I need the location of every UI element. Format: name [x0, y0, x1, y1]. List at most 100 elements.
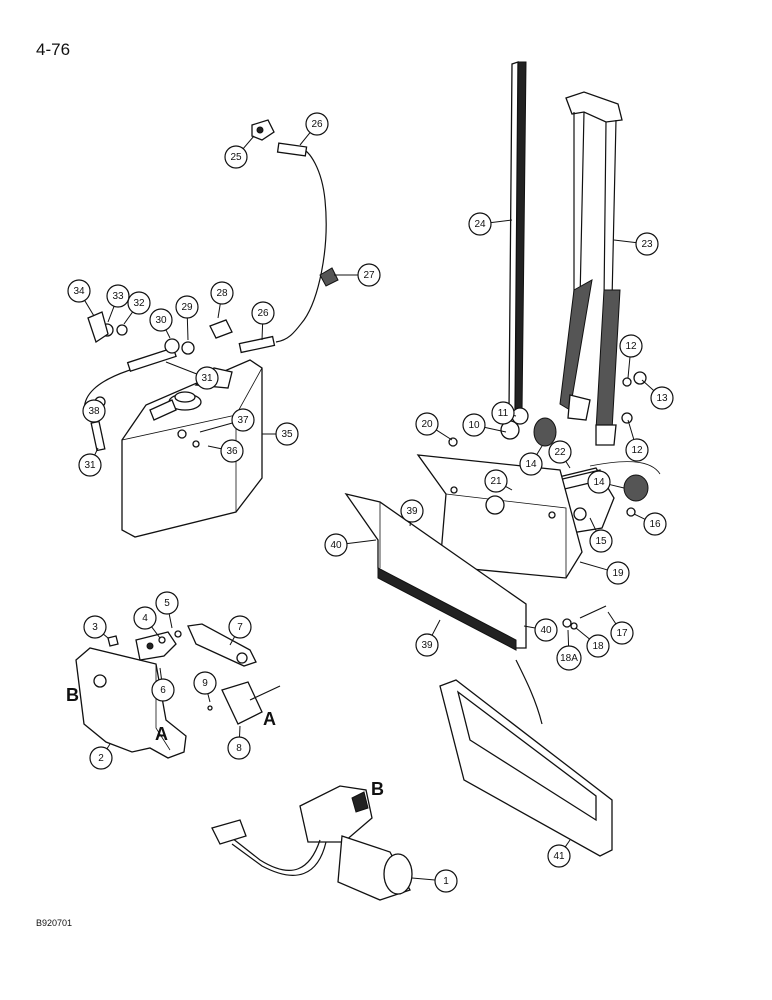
callout-c38: 38	[82, 399, 106, 423]
callout-number: 29	[181, 302, 193, 313]
connection-letter-b-motor: B	[371, 779, 384, 799]
callout-c12a: 12	[619, 334, 643, 379]
callout-c20: 20	[415, 412, 453, 441]
callout-circle	[434, 869, 458, 893]
callout-number: 30	[155, 315, 167, 326]
callout-leader	[238, 725, 241, 738]
callout-c40a: 40	[324, 533, 377, 557]
callout-leader	[484, 426, 507, 433]
callout-c22: 22	[548, 440, 572, 469]
callout-circle	[251, 301, 275, 325]
callout-c5: 5	[155, 591, 179, 629]
bracket-seal	[344, 492, 607, 651]
callout-c37: 37	[199, 408, 255, 433]
callout-number: 41	[553, 851, 565, 862]
connection-letter-a: A	[155, 724, 168, 744]
illustration-reference-code: B920701	[36, 918, 73, 928]
callout-circle	[619, 334, 643, 358]
callout-c31a: 31	[165, 361, 219, 390]
callout-leader	[435, 429, 453, 441]
callout-leader	[627, 419, 635, 440]
callout-circle	[89, 746, 113, 770]
callout-number: 14	[525, 459, 537, 470]
callout-leader	[589, 517, 597, 532]
callout-circle	[83, 615, 107, 639]
crank-linkage	[135, 623, 281, 725]
callout-circle	[67, 279, 91, 303]
callout-circle	[357, 263, 381, 287]
callout-number: 18A	[560, 653, 578, 664]
callout-leader	[409, 521, 412, 527]
callout-leader	[579, 561, 608, 571]
arm-hardware	[448, 371, 649, 502]
callout-number: 3	[92, 622, 98, 633]
callout-c23: 23	[613, 232, 659, 256]
callout-number: 35	[281, 429, 293, 440]
callout-leader	[564, 839, 571, 848]
callout-number: 8	[236, 743, 242, 754]
callout-circle	[643, 512, 667, 536]
callout-leader	[613, 239, 637, 244]
callout-leader	[567, 629, 570, 647]
connection-letter-b: B	[66, 685, 79, 705]
callout-circle	[175, 295, 199, 319]
callout-leader	[103, 633, 109, 639]
callout-number: 17	[616, 628, 628, 639]
callout-leader	[207, 445, 222, 450]
callout-c32: 32	[123, 291, 151, 325]
callout-c29: 29	[175, 295, 199, 341]
callout-c31b: 31	[78, 447, 102, 477]
callout-leader	[575, 627, 590, 640]
mounting-bracket	[416, 454, 583, 579]
callout-number: 7	[237, 622, 243, 633]
callout-leader	[165, 361, 197, 375]
callout-leader	[627, 356, 631, 379]
callout-number: 24	[474, 219, 486, 230]
washer-hoses	[83, 142, 339, 452]
callout-number: 27	[363, 270, 375, 281]
callout-circle	[106, 284, 130, 308]
callout-c41: 41	[547, 839, 571, 868]
callout-circle	[82, 399, 106, 423]
callout-leader	[217, 303, 221, 319]
callout-c40b: 40	[523, 618, 558, 642]
callout-leader	[123, 311, 134, 325]
callout-circle	[193, 671, 217, 695]
callout-number: 20	[421, 419, 433, 430]
callout-number: 10	[468, 420, 480, 431]
callout-c7: 7	[228, 615, 252, 646]
page-number: 4-76	[36, 40, 71, 59]
callout-circle	[519, 452, 543, 476]
callout-number: 31	[84, 460, 96, 471]
callout-number: 39	[406, 506, 418, 517]
callout-number: 16	[649, 519, 661, 530]
callout-number: 31	[201, 373, 213, 384]
callout-leader	[165, 329, 171, 339]
connection-letter-a-linkage: A	[263, 709, 276, 729]
callout-leader	[523, 625, 536, 629]
callout-leader	[84, 300, 95, 317]
callout-circle	[305, 112, 329, 136]
callout-leader	[536, 445, 543, 455]
callout-number: 38	[88, 406, 100, 417]
callout-c18a: 18A	[556, 629, 582, 671]
callout-circle	[625, 438, 649, 462]
callout-number: 22	[554, 447, 566, 458]
callout-circle	[195, 366, 219, 390]
callout-c28: 28	[210, 281, 234, 319]
callout-leader	[505, 485, 513, 491]
callout-c14b: 14	[587, 470, 625, 494]
callout-number: 32	[133, 298, 145, 309]
callout-circle	[133, 606, 157, 630]
callout-circle	[491, 401, 515, 425]
callout-circle	[586, 634, 610, 658]
callout-circle	[462, 413, 486, 437]
callout-c25: 25	[224, 135, 255, 169]
callout-number: 5	[164, 598, 170, 609]
callout-leader	[261, 323, 264, 341]
callout-c19: 19	[579, 561, 630, 585]
callout-c1: 1	[411, 869, 458, 893]
callout-c24: 24	[468, 212, 513, 236]
wiper-motor	[211, 785, 413, 901]
